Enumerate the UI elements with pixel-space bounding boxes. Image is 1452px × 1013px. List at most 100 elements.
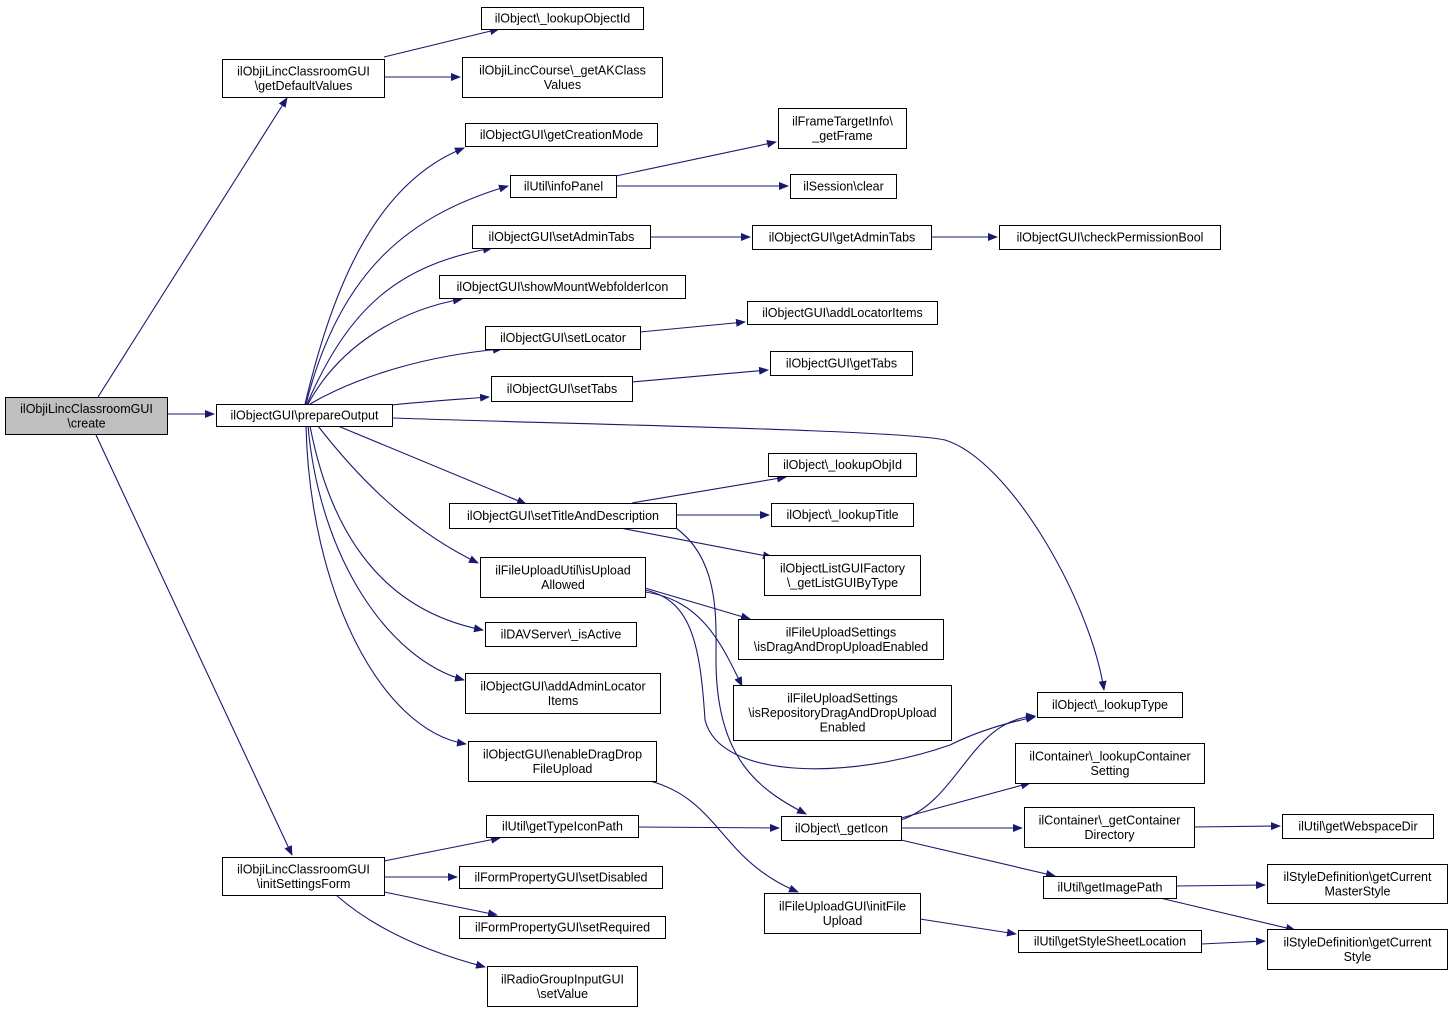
- node-label-getAdminTabs: ilObjectGUI\getAdminTabs: [769, 231, 916, 245]
- node-label-setDisabled: ilFormPropertyGUI\setDisabled: [475, 871, 648, 885]
- edge-prepareOutput-getCreationMode: [304, 147, 465, 405]
- node-box-isDragAndDropUploadEnabled: [738, 619, 944, 660]
- node-box-checkPermissionBool: [999, 225, 1221, 250]
- node-label-infoPanel: ilUtil\infoPanel: [524, 180, 603, 194]
- node-getTypeIconPath[interactable]: ilUtil\getTypeIconPath: [486, 815, 639, 838]
- node-setDisabled[interactable]: ilFormPropertyGUI\setDisabled: [459, 866, 663, 889]
- node-lookupType[interactable]: ilObject\_lookupType: [1037, 692, 1183, 718]
- node-label-getCreationMode: ilObjectGUI\getCreationMode: [480, 128, 643, 142]
- node-getIcon[interactable]: ilObject\_getIcon: [781, 816, 902, 841]
- node-lookupObjectId[interactable]: ilObject\_lookupObjectId: [481, 7, 644, 30]
- node-label-getListGUIByType: ilObjectListGUIFactory: [780, 561, 906, 575]
- node-initSettingsForm[interactable]: ilObjiLincClassroomGUI\initSettingsForm: [222, 857, 385, 896]
- edge-getIcon-lookupType: [900, 712, 1036, 821]
- node-setValue[interactable]: ilRadioGroupInputGUI\setValue: [487, 966, 638, 1007]
- node-box-lookupObjId: [768, 453, 917, 477]
- edge-getImagePath-getCurrentMasterStyle: [1175, 881, 1266, 890]
- edge-prepareOutput-setAdminTabs: [306, 245, 493, 405]
- node-getTabs[interactable]: ilObjectGUI\getTabs: [770, 351, 913, 376]
- node-label-setRequired: ilFormPropertyGUI\setRequired: [475, 921, 650, 935]
- node-getImagePath[interactable]: ilUtil\getImagePath: [1043, 876, 1177, 899]
- node-label-isUploadAllowed: Allowed: [541, 578, 585, 592]
- node-label-addAdminLocatorItems: Items: [548, 694, 579, 708]
- node-box-getCurrentMasterStyle: [1267, 864, 1448, 904]
- node-label-setValue: ilRadioGroupInputGUI: [501, 972, 624, 986]
- node-label-davIsActive: ilDAVServer\_isActive: [501, 628, 622, 642]
- node-getListGUIByType[interactable]: ilObjectListGUIFactory\_getListGUIByType: [764, 555, 921, 596]
- node-box-showMountWebfolderIcon: [439, 275, 686, 299]
- edge-isUploadAllowed-isDragAndDropUploadEnabled: [644, 587, 751, 621]
- node-setRequired[interactable]: ilFormPropertyGUI\setRequired: [459, 916, 666, 939]
- node-isRepositoryDragAndDropUploadEnabled[interactable]: ilFileUploadSettings\isRepositoryDragAnd…: [733, 685, 952, 741]
- node-lookupTitle[interactable]: ilObject\_lookupTitle: [771, 503, 914, 527]
- edge-isUploadAllowed-lookupType: [644, 589, 1036, 770]
- edge-create-initSettingsForm: [95, 434, 293, 856]
- node-label-setLocator: ilObjectGUI\setLocator: [500, 331, 626, 345]
- edge-prepareOutput-setTitleAndDescription: [337, 425, 527, 505]
- node-label-lookupObjectId: ilObject\_lookupObjectId: [495, 12, 631, 26]
- node-label-setTabs: ilObjectGUI\setTabs: [507, 382, 617, 396]
- node-label-initSettingsForm: ilObjiLincClassroomGUI: [237, 862, 370, 876]
- node-isDragAndDropUploadEnabled[interactable]: ilFileUploadSettings\isDragAndDropUpload…: [738, 619, 944, 660]
- node-box-getAdminTabs: [752, 225, 932, 250]
- node-getFrame[interactable]: ilFrameTargetInfo\_getFrame: [778, 108, 907, 149]
- node-label-checkPermissionBool: ilObjectGUI\checkPermissionBool: [1017, 231, 1204, 245]
- edge-initSettingsForm-setRequired: [383, 891, 498, 918]
- edge-getImagePath-getCurrentStyle: [1159, 897, 1296, 932]
- edge-getDefaultValues-lookupObjectId: [383, 27, 500, 58]
- node-prepareOutput[interactable]: ilObjectGUI\prepareOutput: [216, 404, 393, 427]
- node-infoPanel[interactable]: ilUtil\infoPanel: [510, 175, 617, 198]
- node-box-lookupContainerSetting: [1015, 743, 1205, 784]
- node-setTabs[interactable]: ilObjectGUI\setTabs: [491, 376, 633, 402]
- node-label-getFrame: _getFrame: [811, 129, 872, 143]
- node-davIsActive[interactable]: ilDAVServer\_isActive: [485, 622, 637, 647]
- node-label-showMountWebfolderIcon: ilObjectGUI\showMountWebfolderIcon: [457, 280, 669, 294]
- node-box-getFrame: [778, 108, 907, 149]
- node-label-getDefaultValues: \getDefaultValues: [255, 79, 353, 93]
- node-setLocator[interactable]: ilObjectGUI\setLocator: [485, 326, 641, 350]
- node-showMountWebfolderIcon[interactable]: ilObjectGUI\showMountWebfolderIcon: [439, 275, 686, 299]
- node-box-addAdminLocatorItems: [465, 673, 661, 714]
- node-label-addAdminLocatorItems: ilObjectGUI\addAdminLocator: [480, 679, 645, 693]
- node-sessionClear[interactable]: ilSession\clear: [790, 174, 897, 199]
- node-getWebspaceDir[interactable]: ilUtil\getWebspaceDir: [1282, 814, 1434, 839]
- node-addLocatorItems[interactable]: ilObjectGUI\addLocatorItems: [747, 301, 938, 325]
- node-label-getImagePath: ilUtil\getImagePath: [1058, 881, 1163, 895]
- node-label-enableDragDropFileUpload: FileUpload: [533, 762, 593, 776]
- node-label-getContainerDirectory: ilContainer\_getContainer: [1039, 813, 1181, 827]
- node-getStyleSheetLocation[interactable]: ilUtil\getStyleSheetLocation: [1018, 930, 1202, 953]
- node-getAdminTabs[interactable]: ilObjectGUI\getAdminTabs: [752, 225, 932, 250]
- node-box-initFileUpload: [764, 893, 921, 934]
- node-label-lookupTitle: ilObject\_lookupTitle: [786, 508, 898, 522]
- edge-setLocator-addLocatorItems: [639, 318, 746, 333]
- node-box-getWebspaceDir: [1282, 814, 1434, 839]
- node-setTitleAndDescription[interactable]: ilObjectGUI\setTitleAndDescription: [449, 503, 677, 529]
- node-lookupObjId[interactable]: ilObject\_lookupObjId: [768, 453, 917, 477]
- node-box-isRepositoryDragAndDropUploadEnabled: [733, 685, 952, 741]
- node-label-lookupContainerSetting: Setting: [1091, 764, 1130, 778]
- node-getDefaultValues[interactable]: ilObjiLincClassroomGUI\getDefaultValues: [222, 59, 385, 98]
- node-label-prepareOutput: ilObjectGUI\prepareOutput: [231, 409, 380, 423]
- edge-enableDragDropFileUpload-initFileUpload: [649, 780, 799, 893]
- node-label-initFileUpload: Upload: [823, 914, 863, 928]
- edge-initFileUpload-getStyleSheetLocation: [919, 918, 1017, 937]
- node-create[interactable]: ilObjiLincClassroomGUI\create: [5, 397, 168, 435]
- edge-prepareOutput-showMountWebfolderIcon: [307, 296, 463, 405]
- node-box-getDefaultValues: [222, 59, 385, 98]
- node-checkPermissionBool[interactable]: ilObjectGUI\checkPermissionBool: [999, 225, 1221, 250]
- node-box-setAdminTabs: [472, 225, 651, 249]
- node-getCreationMode[interactable]: ilObjectGUI\getCreationMode: [465, 123, 658, 147]
- node-setAdminTabs[interactable]: ilObjectGUI\setAdminTabs: [472, 225, 651, 249]
- node-box-lookupTitle: [771, 503, 914, 527]
